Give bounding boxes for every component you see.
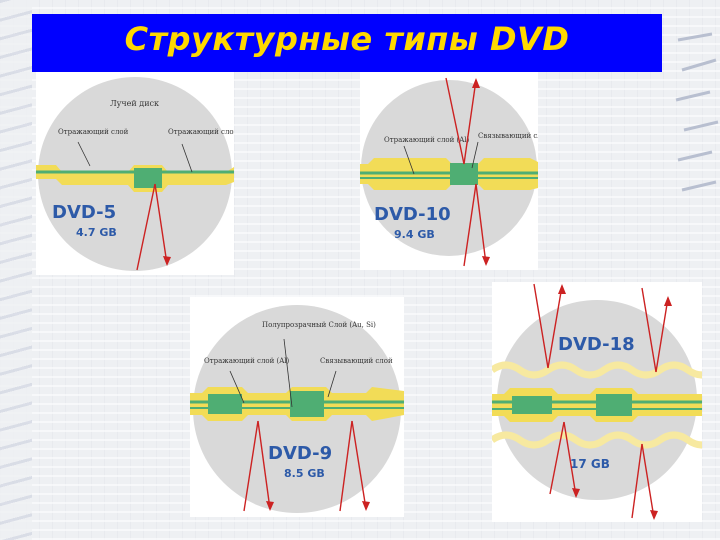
dvd18-arrow-head-bottom-1 <box>572 488 580 498</box>
dvd10-format-label: DVD-10 <box>374 204 451 225</box>
dvd18-laser-top-1-out <box>547 285 563 369</box>
dvd10-laser-top-out <box>463 79 477 165</box>
dvd9-annotation-top: Полупрозрачный Слой (Au, Si) <box>262 321 376 329</box>
dvd5-annotation-top: Лучей диск <box>110 99 159 108</box>
dvd10-panel: Отражающий слой (Al) Связывающий слой DV… <box>360 72 538 270</box>
dvd5-annotation-left: Отражающий слой <box>58 128 129 136</box>
dvd5-laser-in <box>136 183 156 271</box>
dvd18-laser-top-2-in <box>641 287 657 373</box>
dvd9-laser-1-out <box>257 420 271 510</box>
dvd9-pointer-right <box>327 370 337 398</box>
right-decoration <box>675 32 719 192</box>
dvd5-format-label: DVD-5 <box>52 202 116 223</box>
dvd18-laser-bottom-1-out <box>563 421 577 497</box>
dvd9-green-pit-left <box>208 394 242 414</box>
dvd18-wave-top <box>492 361 702 379</box>
dvd5-capacity: 4.7 GB <box>76 226 117 239</box>
dvd18-laser-bottom-2-out <box>641 443 655 519</box>
dvd9-pointer-left <box>229 370 245 404</box>
dvd18-arrow-head-top-1 <box>558 284 566 294</box>
dvd10-annotation-right: Связывающий слой <box>478 132 538 140</box>
dvd10-laser-bottom-out <box>475 183 487 265</box>
dvd18-laser-top-2-out <box>655 297 669 373</box>
dvd18-laser-bottom-2-in <box>631 443 643 519</box>
dvd18-laser-top-1-in <box>533 283 549 369</box>
dvd10-arrow-head-top <box>472 78 480 88</box>
title-bar: Структурные типы DVD <box>32 14 662 72</box>
dvd18-arrow-head-top-2 <box>664 296 672 306</box>
dvd10-capacity: 9.4 GB <box>394 228 435 241</box>
dvd9-annotation-right: Связывающий слой <box>320 357 393 365</box>
dvd9-arrow-head-1 <box>266 501 274 511</box>
dvd18-wave-bottom <box>492 431 702 449</box>
dvd5-panel: Лучей диск Отражающий слой Отражающий сл… <box>36 72 234 275</box>
dvd5-arrow-head <box>163 256 171 266</box>
dvd9-laser-2-out <box>351 420 367 510</box>
dvd9-green-core <box>290 391 324 417</box>
dvd9-pointer-top <box>283 338 293 408</box>
dvd18-green-core <box>512 396 552 414</box>
dvd10-laser-top-in <box>445 77 465 165</box>
dvd10-annotation-left: Отражающий слой (Al) <box>384 136 470 144</box>
dvd9-laser-2-in <box>339 420 353 512</box>
dvd10-laser-bottom-in <box>463 183 477 267</box>
dvd9-format-label: DVD-9 <box>268 443 332 464</box>
left-decoration <box>0 0 32 540</box>
dvd5-pointer-left <box>77 141 91 167</box>
dvd18-panel: DVD-18 17 GB <box>492 282 702 522</box>
dvd18-format-label: DVD-18 <box>558 334 635 355</box>
dvd10-pointer-left <box>403 145 415 175</box>
slide-title: Структурные типы DVD <box>124 20 570 58</box>
dvd5-annotation-right: Отражающий слой (Al) <box>168 128 234 136</box>
dvd5-laser-out <box>154 183 168 265</box>
dvd18-laser-bottom-1-in <box>549 421 565 495</box>
dvd18-green-core-2 <box>596 394 632 416</box>
dvd9-annotation-left: Отражающий слой (Al) <box>204 357 290 365</box>
dvd9-arrow-head-2 <box>362 501 370 511</box>
dvd5-pointer-right <box>181 143 193 173</box>
dvd9-laser-1-in <box>243 420 259 512</box>
dvd18-capacity: 17 GB <box>570 457 610 471</box>
dvd10-pointer-right <box>471 141 479 169</box>
dvd9-panel: Полупрозрачный Слой (Au, Si) Отражающий … <box>190 297 404 517</box>
dvd9-capacity: 8.5 GB <box>284 467 325 480</box>
dvd10-arrow-head-bottom <box>482 256 490 266</box>
dvd18-arrow-head-bottom-2 <box>650 510 658 520</box>
